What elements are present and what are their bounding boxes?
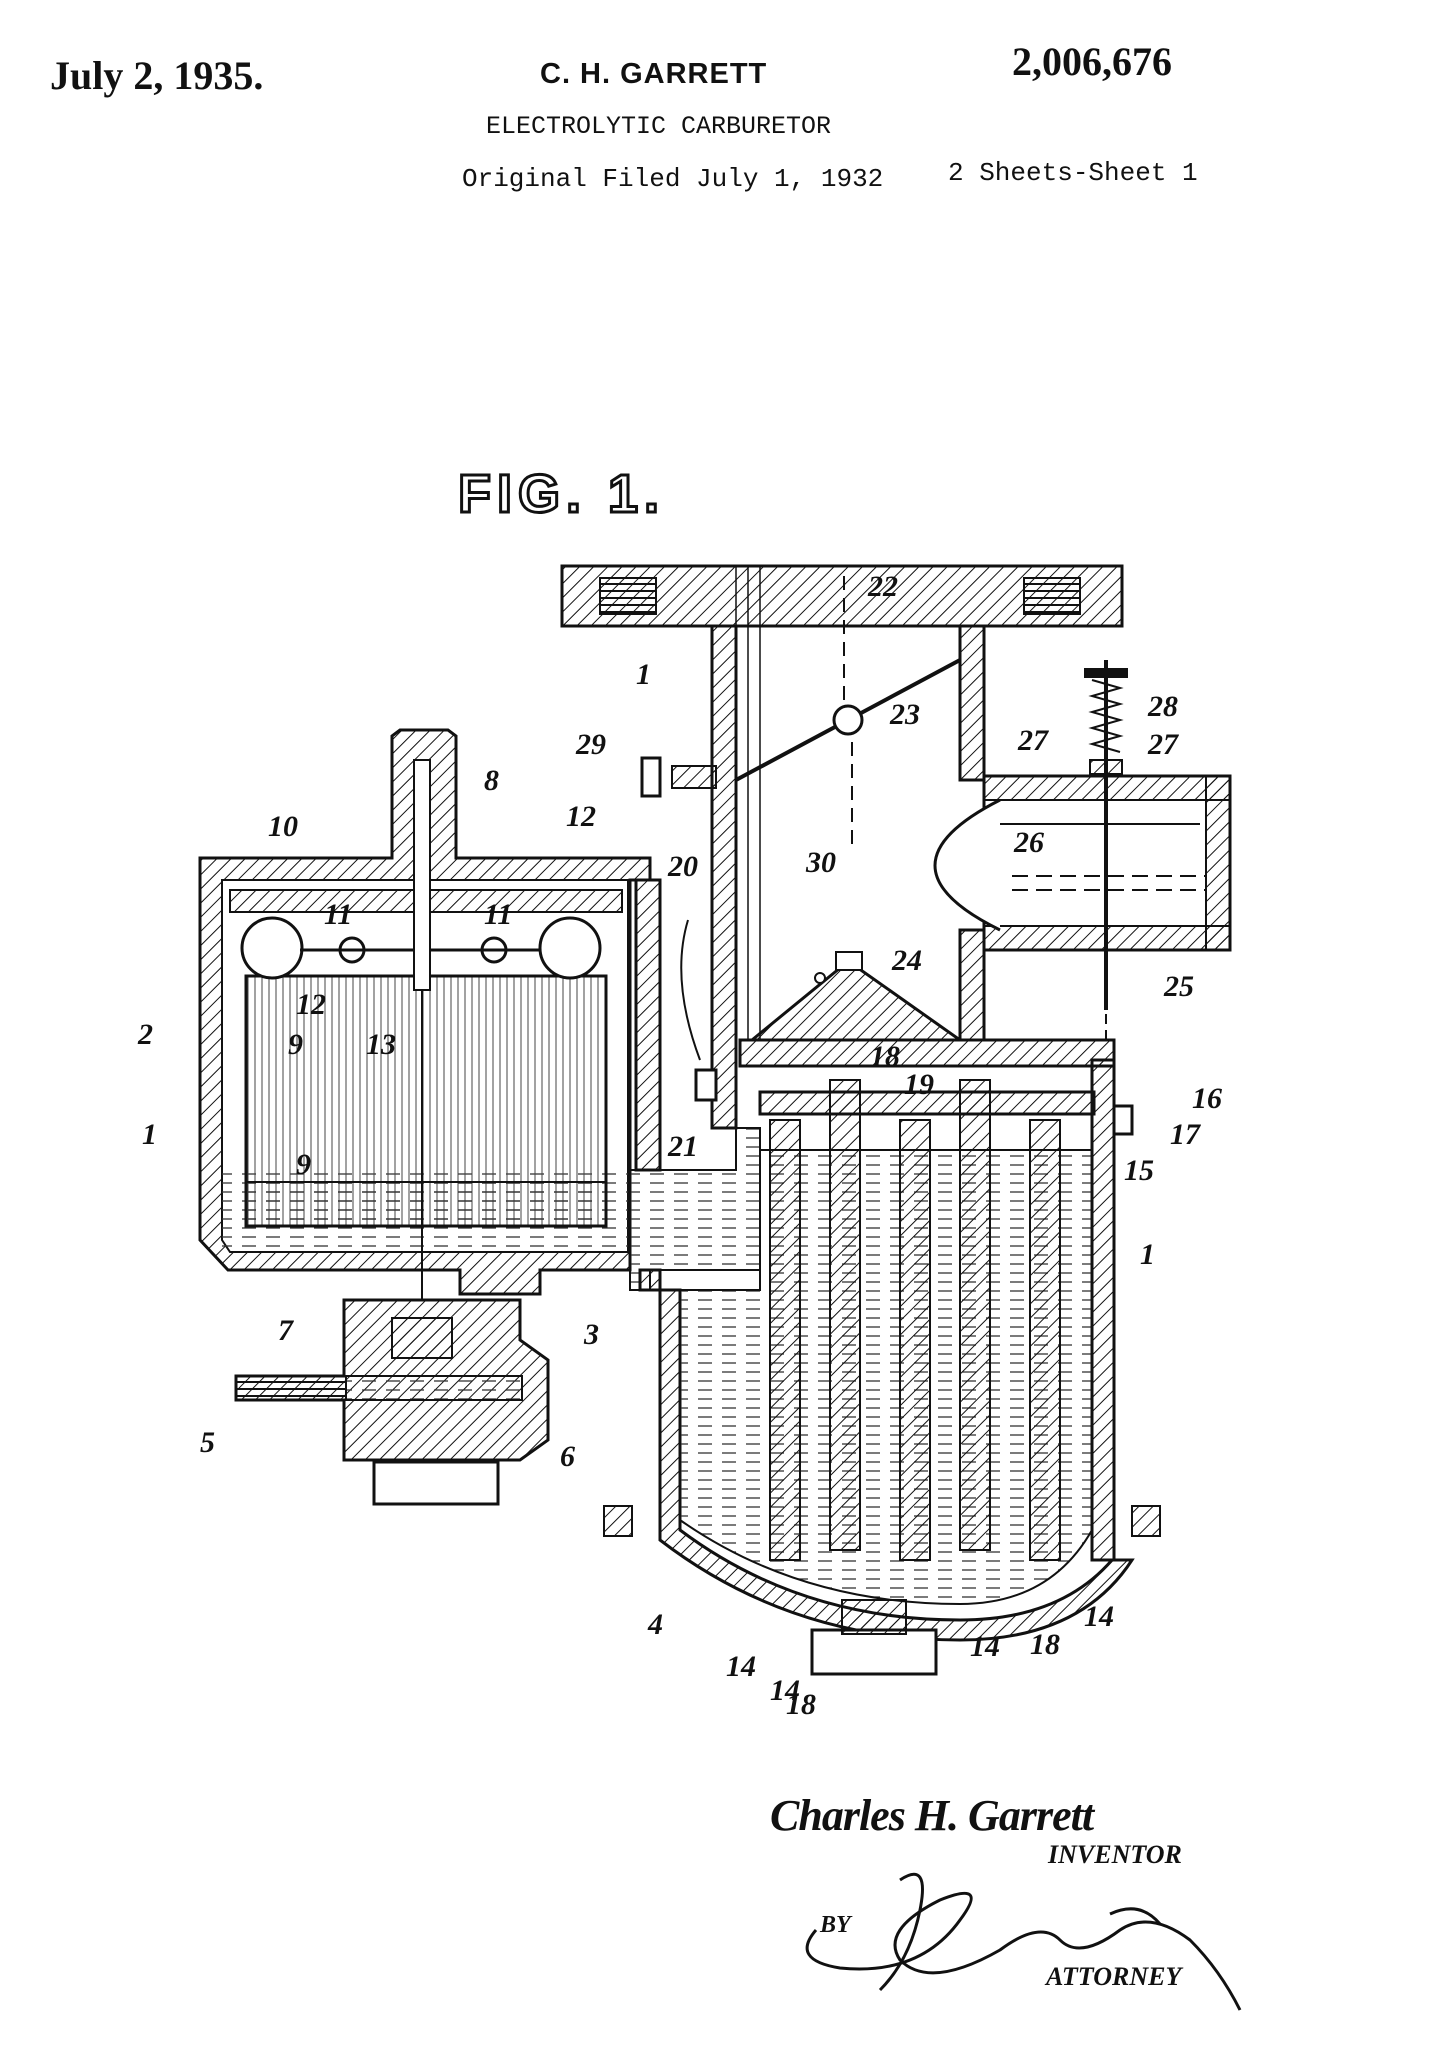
ref-19: 19 (904, 1068, 934, 1101)
float-chamber (198, 728, 652, 1300)
by-caption: BY (820, 1912, 851, 1938)
adjusting-screw (640, 756, 717, 798)
ref-14a: 14 (726, 1650, 756, 1683)
ref-14c: 14 (1084, 1600, 1114, 1633)
top-flange (560, 564, 1124, 628)
sheet-count: 2 Sheets-Sheet 1 (948, 158, 1198, 188)
ref-17: 17 (1170, 1118, 1201, 1151)
ref-5: 5 (200, 1426, 215, 1459)
electrolytic-chamber (603, 919, 1161, 1676)
fuel-inlet-fitting (234, 1298, 550, 1506)
ref-12a: 12 (566, 800, 596, 833)
ref-16: 16 (1192, 1082, 1222, 1115)
ref-27b: 27 (1147, 728, 1179, 761)
ref-1a: 1 (636, 658, 651, 691)
ref-7: 7 (278, 1314, 294, 1347)
inventor-name-header: C. H. GARRETT (540, 58, 768, 90)
ref-10: 10 (268, 810, 298, 843)
attorney-caption: ATTORNEY (1046, 1962, 1182, 1991)
throat-wall-left (710, 624, 738, 1130)
ref-30: 30 (805, 846, 836, 879)
ref-13: 13 (366, 1028, 396, 1061)
ref-8: 8 (484, 764, 499, 797)
patent-number: 2,006,676 (1012, 39, 1172, 84)
patent-date: July 2, 1935. (50, 53, 264, 98)
spray-cone (747, 951, 965, 1042)
ref-27a: 27 (1017, 724, 1049, 757)
ref-12b: 12 (296, 988, 326, 1021)
ref-18a: 18 (870, 1040, 900, 1073)
ref-3: 3 (583, 1318, 599, 1351)
ref-29: 29 (575, 728, 606, 761)
ref-11a: 11 (324, 898, 352, 931)
ref-25: 25 (1163, 970, 1194, 1003)
reference-numerals: 1 2 3 4 5 6 7 8 9 9 10 11 11 12 12 13 14… (137, 570, 1222, 1721)
ref-14b: 14 (970, 1630, 1000, 1663)
ref-28: 28 (1147, 690, 1178, 723)
inventor-caption: INVENTOR (1048, 1840, 1182, 1869)
ref-9a: 9 (288, 1028, 303, 1061)
throttle-plate (735, 576, 961, 850)
throat-bore (735, 566, 761, 1040)
ref-11b: 11 (484, 898, 512, 931)
ref-26: 26 (1013, 826, 1044, 859)
patent-title: ELECTROLYTIC CARBURETOR (486, 112, 832, 141)
ref-2: 2 (137, 1018, 153, 1051)
inventor-signature: Charles H. Garrett (770, 1791, 1094, 1840)
ref-1b: 1 (142, 1118, 157, 1151)
ref-18c: 18 (786, 1688, 816, 1721)
ref-24: 24 (891, 944, 922, 977)
ref-1c: 1 (1140, 1238, 1155, 1271)
figure-label: FIG. 1. (458, 464, 665, 524)
ref-4: 4 (647, 1608, 663, 1641)
ref-9b: 9 (296, 1148, 311, 1181)
air-valve-housing (933, 660, 1232, 1040)
ref-18b: 18 (1030, 1628, 1060, 1661)
ref-14d: 14 (770, 1674, 800, 1707)
attorney-signature (805, 1872, 1242, 2011)
ref-6: 6 (560, 1440, 575, 1473)
ref-21: 21 (667, 1130, 698, 1163)
ref-22: 22 (867, 570, 898, 603)
chamber-divider (634, 878, 662, 1172)
ref-23: 23 (889, 698, 920, 731)
ref-20: 20 (667, 850, 698, 883)
filing-date: Original Filed July 1, 1932 (462, 164, 884, 194)
ref-15: 15 (1124, 1154, 1154, 1187)
